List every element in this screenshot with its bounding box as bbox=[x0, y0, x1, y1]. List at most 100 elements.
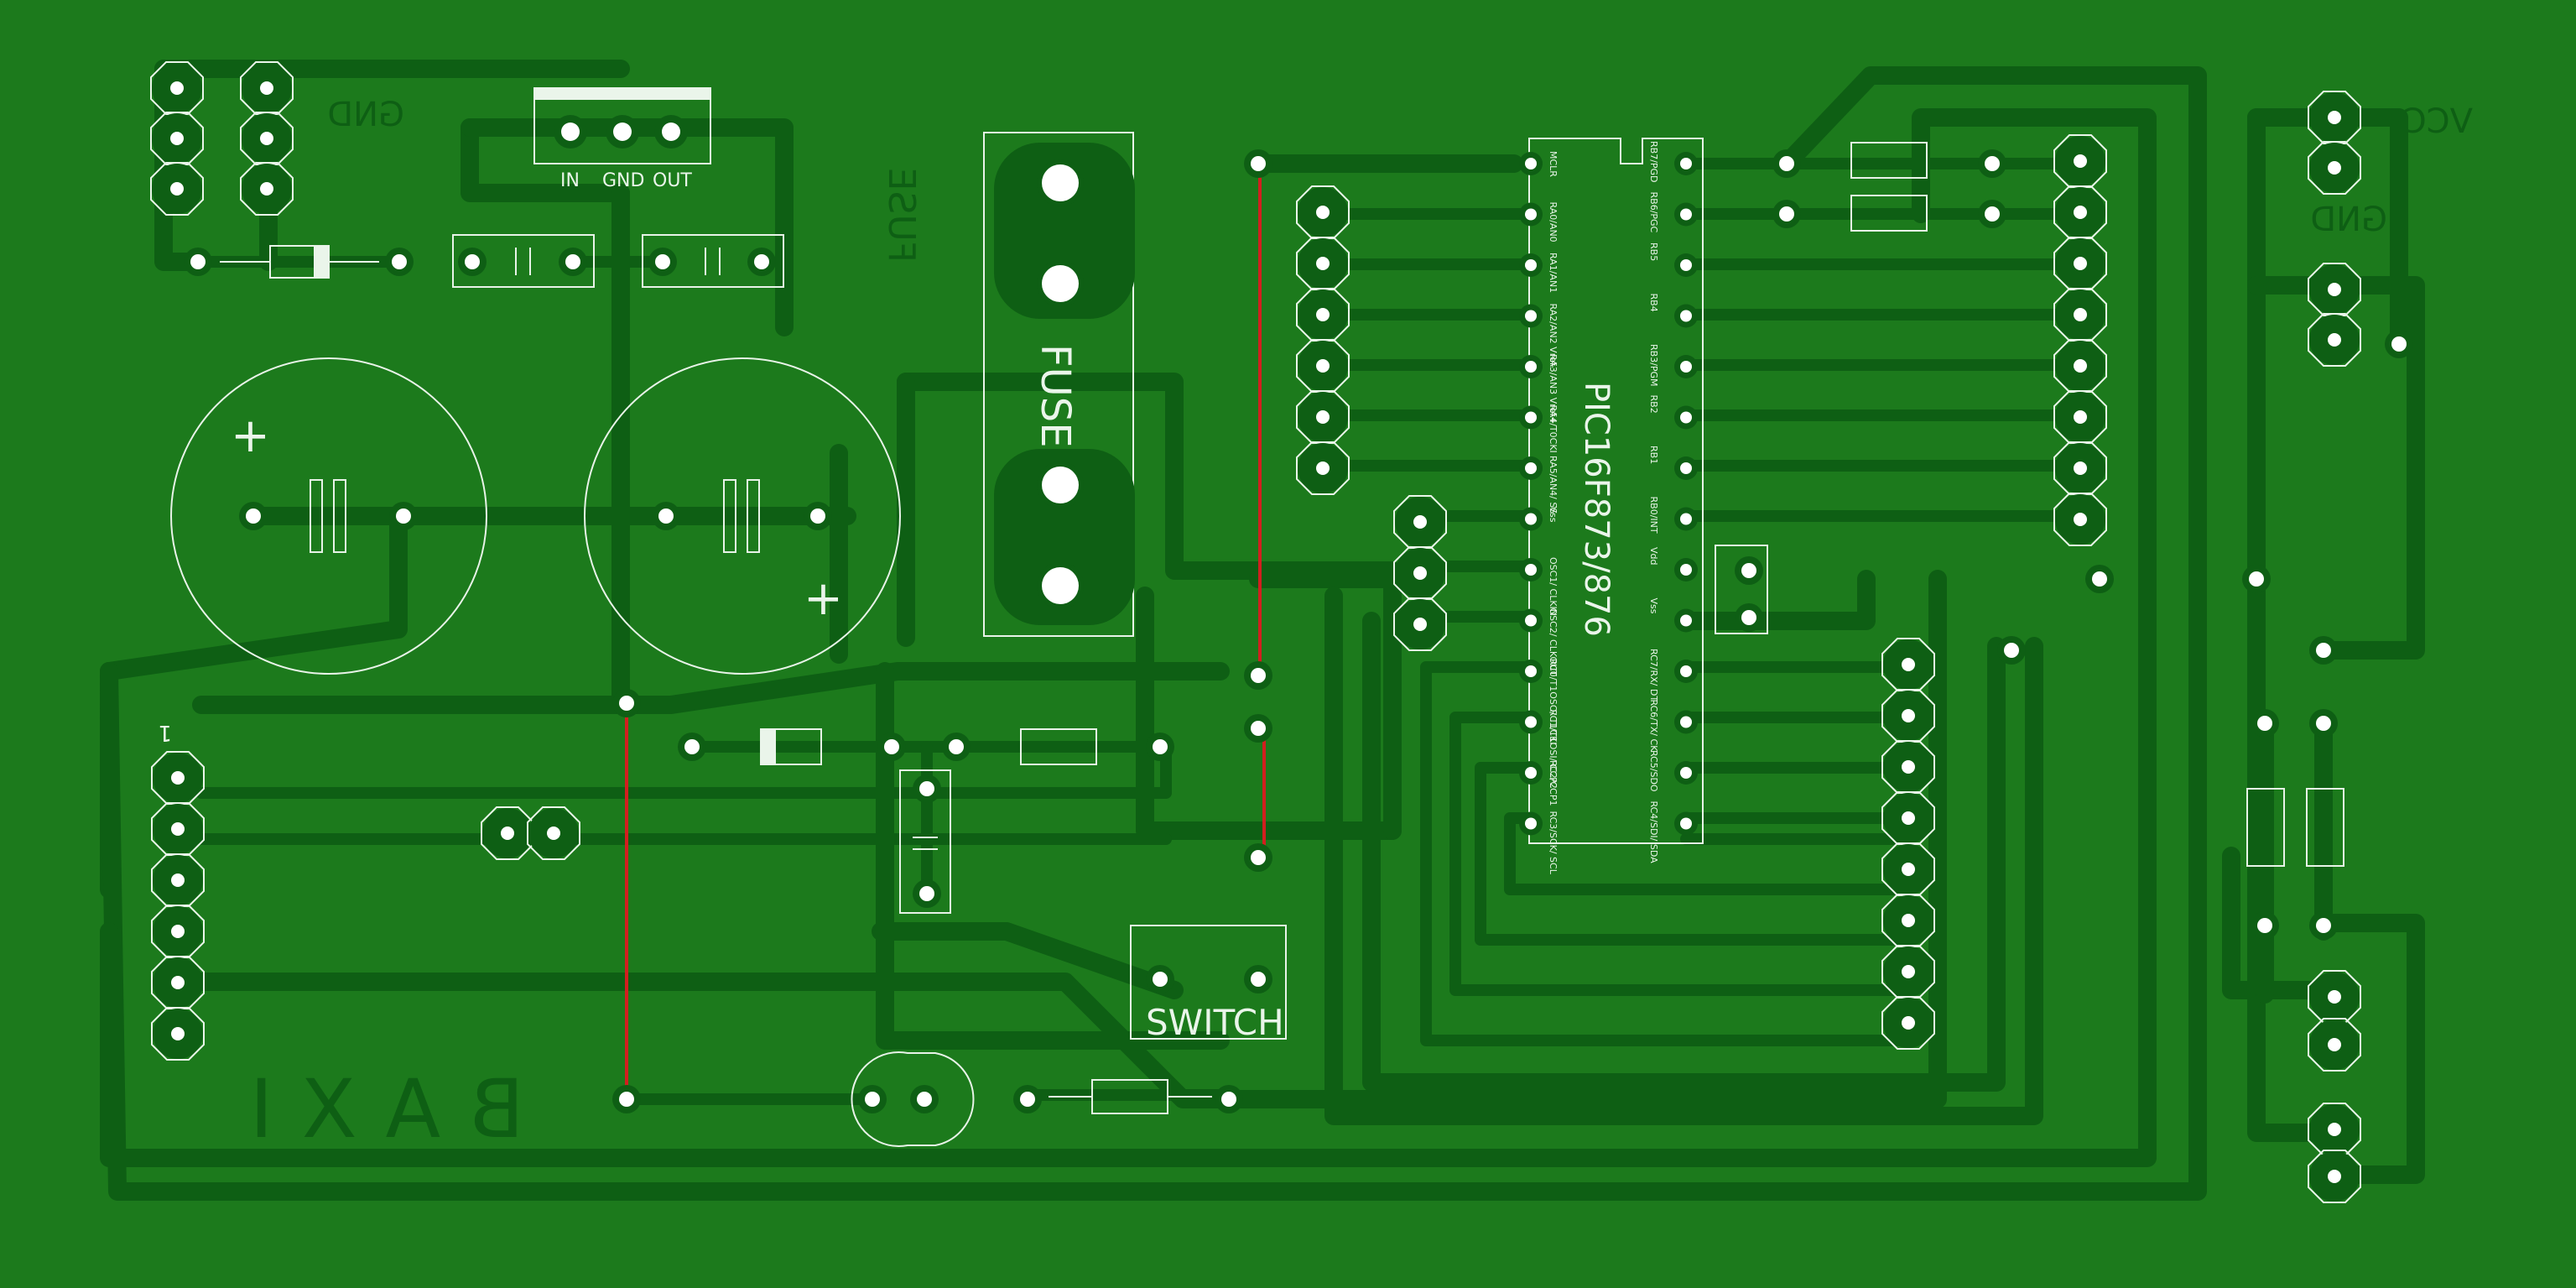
drill-hole bbox=[2328, 161, 2341, 175]
chip-right-pin-label: RC5/SDO bbox=[1648, 750, 1659, 792]
chip-right-pin-label: Vss bbox=[1648, 598, 1659, 614]
chip-left-pin-label: RC1/T1OSI/ CCP2 bbox=[1548, 710, 1559, 789]
trace bbox=[2247, 108, 2341, 1142]
drill-hole bbox=[1680, 716, 1692, 728]
drill-hole bbox=[2074, 359, 2087, 373]
drill-hole bbox=[1680, 817, 1692, 830]
chip-right-pin-label: RB3/PGM bbox=[1648, 344, 1659, 387]
silkscreen-text: GND IN GND OUT FUSE FUSE + + 1 SWITCH BA… bbox=[158, 96, 2473, 1156]
drill-hole bbox=[1153, 739, 1168, 754]
drill-hole bbox=[2316, 918, 2331, 933]
header-pad-outline bbox=[2308, 1150, 2361, 1203]
trace bbox=[1249, 570, 1402, 840]
chip-right-pin-label: RB5 bbox=[1648, 242, 1659, 261]
drill-hole bbox=[1525, 614, 1537, 627]
chip-right-pin-label: RB7/PGD bbox=[1648, 141, 1659, 183]
capacitor-outline bbox=[1715, 545, 1768, 634]
chip-right-pin-label: RB1 bbox=[1648, 446, 1659, 464]
drill-hole bbox=[2328, 1123, 2341, 1136]
chip-left-pin-label: RA0/AN0 bbox=[1548, 202, 1559, 242]
drill-hole bbox=[2092, 571, 2107, 587]
drill-hole bbox=[1779, 156, 1794, 171]
drill-hole bbox=[565, 254, 580, 269]
switch-outline bbox=[1130, 925, 1287, 1040]
gnd-right-label: GND bbox=[2310, 201, 2387, 239]
drill-hole bbox=[2074, 513, 2087, 526]
jumper-wires bbox=[625, 164, 1266, 1098]
drill-hole bbox=[1042, 467, 1079, 503]
drill-hole bbox=[1741, 610, 1756, 625]
drill-hole bbox=[1413, 515, 1427, 529]
chip-right-pin-label: RB6/PGC bbox=[1648, 192, 1659, 233]
buzzer-outline bbox=[851, 1051, 975, 1147]
drill-hole bbox=[2328, 990, 2341, 1004]
drill-hole bbox=[2074, 308, 2087, 321]
drill-hole bbox=[1316, 461, 1330, 475]
drill-hole bbox=[1525, 462, 1537, 474]
drill-hole bbox=[1680, 767, 1692, 779]
drill-hole bbox=[1680, 513, 1692, 525]
regulator-gnd-label: GND bbox=[602, 170, 644, 191]
drill-hole bbox=[1413, 618, 1427, 631]
drill-hole bbox=[2316, 716, 2331, 731]
drill-hole bbox=[1525, 513, 1537, 525]
chip-left-pin-label: RC3/SCK/ SCL bbox=[1548, 811, 1559, 875]
drill-hole bbox=[1042, 265, 1079, 302]
chip-right-pin-label: Vdd bbox=[1648, 547, 1659, 566]
header-pad-outline bbox=[1393, 597, 1447, 651]
resistor-outline bbox=[1850, 195, 1928, 232]
drill-hole bbox=[190, 254, 206, 269]
plus-left-label: + bbox=[231, 409, 270, 463]
drill-hole bbox=[1680, 411, 1692, 424]
trace bbox=[461, 118, 630, 202]
drill-hole bbox=[1525, 716, 1537, 728]
plus-right-label: + bbox=[804, 571, 843, 626]
header-pad-outline bbox=[240, 61, 294, 115]
trace bbox=[1420, 661, 1914, 1046]
chip-left-pin-label: RA1/AN1 bbox=[1548, 253, 1559, 293]
electrolytic-cap-outline bbox=[584, 357, 901, 675]
drill-hole bbox=[171, 822, 185, 836]
fuse-holder-outline bbox=[983, 132, 1134, 637]
drill-hole bbox=[1525, 564, 1537, 576]
fuse-holder-label: FUSE bbox=[1032, 344, 1079, 448]
drill-hole bbox=[170, 132, 184, 145]
trace bbox=[195, 741, 1172, 799]
drill-hole bbox=[1525, 259, 1537, 271]
drill-hole bbox=[1525, 158, 1537, 169]
chip-right-pin-label: RB2 bbox=[1648, 395, 1659, 414]
header-pad-outline bbox=[2308, 1018, 2361, 1072]
drill-hole bbox=[2074, 461, 2087, 475]
drill-hole bbox=[2249, 571, 2264, 587]
chip-left-pin-label: RA3/AN3 Vref+ bbox=[1548, 354, 1559, 424]
drill-hole bbox=[1251, 972, 1266, 987]
trace bbox=[1449, 712, 1914, 996]
drill-hole bbox=[1741, 563, 1756, 578]
header-pad-outline bbox=[150, 61, 204, 115]
header-pad-outline bbox=[2308, 91, 2361, 144]
chip-left-pin-label: RA5/AN4/ SS bbox=[1548, 456, 1559, 514]
drill-hole bbox=[392, 254, 407, 269]
drill-hole bbox=[561, 123, 580, 141]
drill-hole bbox=[1525, 817, 1537, 830]
diode-band bbox=[761, 729, 776, 764]
drill-hole bbox=[1316, 410, 1330, 424]
trace bbox=[2222, 847, 2341, 999]
drill-hole bbox=[171, 976, 185, 989]
drill-hole bbox=[2074, 410, 2087, 424]
chip-right-pin-label: RB4 bbox=[1648, 294, 1659, 312]
chip-left-pin-label: OSC2/ CLKOUT bbox=[1548, 608, 1559, 677]
drill-hole bbox=[171, 925, 185, 938]
header-pad-outline bbox=[2053, 493, 2107, 546]
electrolytic-cap-outline bbox=[170, 357, 487, 675]
drill-hole bbox=[1985, 156, 2000, 171]
drill-hole bbox=[396, 508, 411, 524]
drill-hole bbox=[2257, 716, 2272, 731]
drill-hole bbox=[1680, 361, 1692, 373]
drill-hole bbox=[1985, 206, 2000, 222]
drill-hole bbox=[170, 81, 184, 95]
drill-hole bbox=[246, 508, 261, 524]
chip-left-pin-label: RC2/CCP1 bbox=[1548, 760, 1559, 806]
drill-hole bbox=[2074, 206, 2087, 219]
